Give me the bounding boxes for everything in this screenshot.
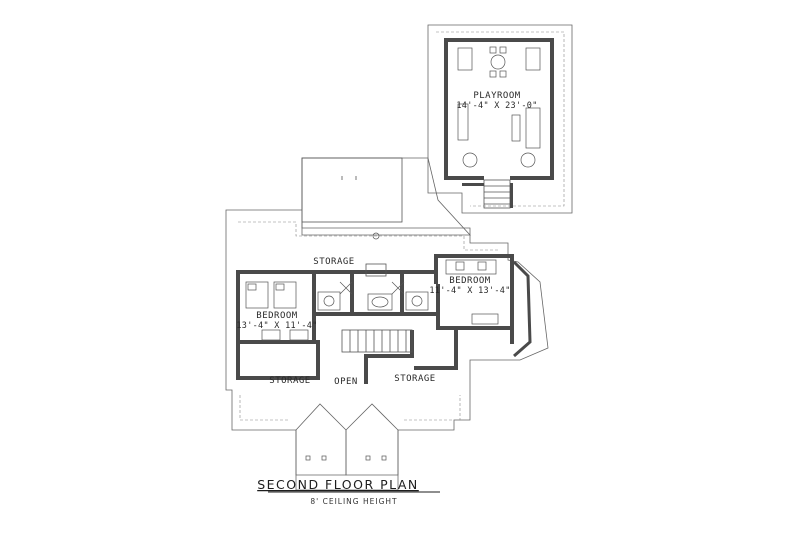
chimney: [365, 263, 387, 277]
playroom-name: PLAYROOM: [473, 91, 520, 101]
bedroom-right-name: BEDROOM: [449, 276, 491, 286]
storage-top-name: STORAGE: [313, 257, 354, 267]
playroom-dimensions: 14'-4" X 23'-0": [456, 101, 537, 111]
bedroom-right-furniture: [445, 259, 499, 325]
plan-title: SECOND FLOOR PLAN: [257, 477, 419, 492]
storage-left-name: STORAGE: [269, 376, 310, 386]
bedroom-right-dimensions: 11'-4" X 13'-4": [429, 286, 510, 296]
playroom-walls: [444, 38, 554, 180]
bedroom-left-name: BEDROOM: [256, 311, 298, 321]
main-floor-walls: [236, 254, 532, 384]
bedroom-left-dimensions: 13'-4" X 11'-4": [236, 321, 317, 331]
bath-fixtures: [317, 281, 429, 311]
playroom-roof-outline: [427, 24, 573, 214]
playroom-furniture: [457, 46, 541, 168]
storage-right-name: STORAGE: [394, 374, 435, 384]
bedroom-left-furniture: [245, 281, 309, 341]
plan-subtitle: 8' CEILING HEIGHT: [310, 497, 397, 506]
open-name: OPEN: [334, 377, 358, 387]
main-roof-outline: [225, 209, 549, 491]
main-stair: [341, 329, 413, 353]
front-gables: [295, 403, 399, 476]
playroom-stair: [462, 179, 513, 209]
